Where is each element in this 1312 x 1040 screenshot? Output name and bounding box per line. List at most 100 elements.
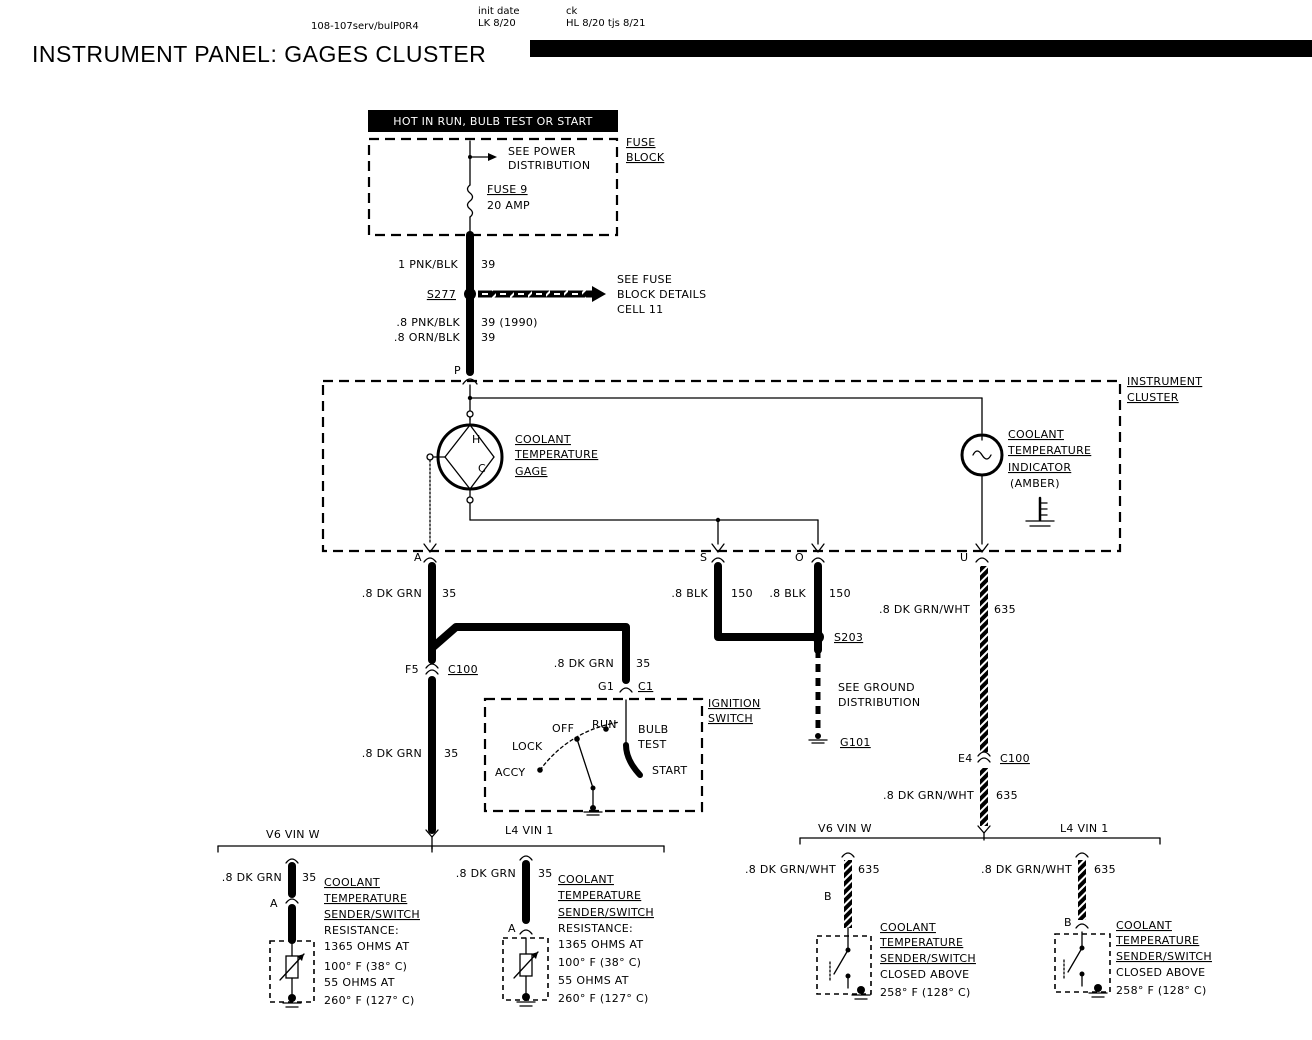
l4-sender-1: COOLANT (558, 873, 614, 886)
wire-1-circuit: 39 (481, 258, 496, 271)
v6-sw-closed-1: CLOSED ABOVE (880, 968, 969, 981)
wire-u-circuit: 635 (994, 603, 1016, 616)
v6-wire-circuit: 35 (302, 871, 317, 884)
fuse-block-label-1: FUSE (626, 136, 656, 149)
l4-sw-sender-1: COOLANT (1116, 919, 1172, 932)
v6-sw-sender-3: SENDER/SWITCH (880, 952, 976, 965)
v6-vin-w-right: V6 VIN W (818, 822, 872, 835)
gage-label-1: COOLANT (515, 433, 571, 446)
wire-s-circuit: 150 (731, 587, 753, 600)
ignition-label-2: SWITCH (708, 712, 753, 725)
see-power-line-1: SEE POWER (508, 145, 576, 158)
splice-s277 (464, 288, 476, 300)
wire-a-color: .8 DK GRN (362, 587, 422, 600)
wire-b-color: .8 DK GRN (362, 747, 422, 760)
pin-a: A (414, 551, 422, 564)
indicator-circuit-635: .8 DK GRN/WHT 635 E4 C100 .8 DK GRN/WHT … (879, 557, 1030, 841)
label-start: START (652, 764, 687, 777)
ignition-outline (483, 697, 704, 813)
fuse-name: FUSE 9 (487, 183, 528, 196)
label-lock: LOCK (512, 740, 543, 753)
v6-res-1: RESISTANCE: (324, 924, 399, 937)
arrow-right-icon (592, 286, 606, 302)
see-ground-line-2: DISTRIBUTION (838, 696, 920, 709)
ground-g101: G101 (840, 736, 871, 749)
v6-vin-w-left: V6 VIN W (266, 828, 320, 841)
wire-u-color: .8 DK GRN/WHT (879, 603, 970, 616)
temp-switch-icon (829, 927, 851, 989)
label-bulb: BULB (638, 723, 668, 736)
ck-label: ck (566, 6, 577, 17)
v6-sender-2: TEMPERATURE (323, 892, 407, 905)
fuse-block-label-2: BLOCK (626, 151, 665, 164)
banner-background (368, 110, 618, 132)
ground-icon (282, 994, 302, 1008)
wire-b-circuit: 35 (444, 747, 459, 760)
l4-res-2: 1365 OHMS AT (558, 938, 643, 951)
coolant-gage-icon: H C (426, 410, 504, 504)
v6-sw-sender-1: COOLANT (880, 921, 936, 934)
wire-3-circuit: 39 (481, 331, 496, 344)
cluster-outline (321, 379, 1122, 553)
file-ref: 108-107serv/bulP0R4 (311, 21, 419, 32)
init-date-label: init date (478, 6, 520, 17)
title-bar (530, 40, 1312, 57)
l4-res-1: RESISTANCE: (558, 922, 633, 935)
v6-sw-closed-2: 258° F (128° C) (880, 986, 971, 999)
fuse-icon (466, 184, 474, 218)
coolant-indicator-lamp-icon (960, 433, 1004, 545)
bottom-right-switches: V6 VIN W L4 VIN 1 .8 DK GRN/WHT 635 B CO… (745, 822, 1212, 1000)
ign-wire-circuit: 35 (636, 657, 651, 670)
v6-res-2: 1365 OHMS AT (324, 940, 409, 953)
wire-2-circuit: 39 (1990) (481, 316, 538, 329)
temp-switch-icon (1063, 931, 1085, 987)
see-fuse-line-2: BLOCK DETAILS (617, 288, 706, 301)
l4-wire-circuit: 35 (538, 867, 553, 880)
cluster-label-2: CLUSTER (1127, 391, 1179, 404)
ign-wire-color: .8 DK GRN (554, 657, 614, 670)
gage-label-3: GAGE (515, 465, 548, 478)
see-power-line-2: DISTRIBUTION (508, 159, 590, 172)
splice-s277-label: S277 (427, 288, 456, 301)
indicator-label-1: COOLANT (1008, 428, 1064, 441)
v6-wire-color: .8 DK GRN (222, 871, 282, 884)
wire-1-color: 1 PNK/BLK (398, 258, 458, 271)
label-accy: ACCY (495, 766, 525, 779)
wire-2-color: .8 PNK/BLK (396, 316, 460, 329)
v6-sender-1: COOLANT (324, 876, 380, 889)
conn-f5: F5 (405, 663, 419, 676)
l4-sw-pin-b: B (1064, 916, 1072, 929)
ign-conn: C1 (638, 680, 653, 693)
bottom-left-senders: V6 VIN W L4 VIN 1 .8 DK GRN 35 A COOLANT… (217, 824, 665, 1008)
ignition-switch: IGNITION SWITCH OFF RUN LOCK ACCY BULB T… (483, 697, 761, 816)
l4-res-3: 100° F (38° C) (558, 956, 641, 969)
v6-sender-3: SENDER/SWITCH (324, 908, 420, 921)
see-fuse-line-1: SEE FUSE (617, 273, 672, 286)
label-test: TEST (637, 738, 667, 751)
l4-sender-2: TEMPERATURE (557, 889, 641, 902)
thermistor-icon (513, 937, 539, 995)
ground-icon (808, 733, 828, 744)
splice-s203 (812, 631, 824, 643)
ignition-label-1: IGNITION (708, 697, 761, 710)
pin-s: S (700, 551, 707, 564)
v6-sw-wire-circuit: 635 (858, 863, 880, 876)
l4-sw-closed-1: CLOSED ABOVE (1116, 966, 1205, 979)
wire-a-circuit: 35 (442, 587, 457, 600)
wire-3-color: .8 ORN/BLK (394, 331, 461, 344)
v6-res-3: 100° F (38° C) (324, 960, 407, 973)
splice-s203-label: S203 (834, 631, 863, 644)
ign-pin: G1 (598, 680, 614, 693)
v6-sw-pin-b: B (824, 890, 832, 903)
init-date-value: LK 8/20 (478, 18, 516, 29)
svg-text:H: H (472, 433, 481, 446)
pin-u: U (960, 551, 968, 564)
see-ground-line-1: SEE GROUND (838, 681, 915, 694)
ground-icon (1088, 984, 1108, 998)
v6-sw-wire-color: .8 DK GRN/WHT (745, 863, 836, 876)
svg-text:C: C (478, 462, 486, 475)
pin-p: P (454, 364, 461, 377)
see-fuse-line-3: CELL 11 (617, 303, 663, 316)
